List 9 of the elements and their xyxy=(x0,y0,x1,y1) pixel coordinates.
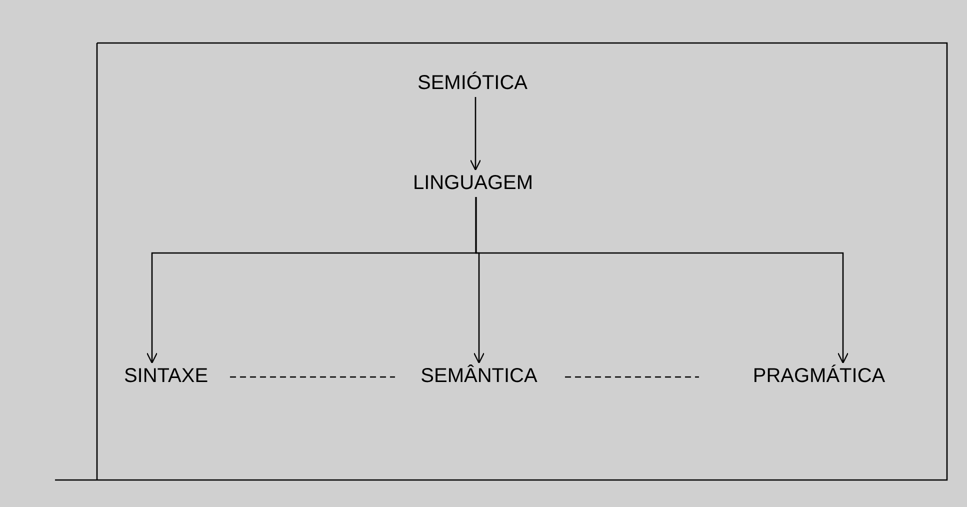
term-label: PRAGMÁTICA xyxy=(700,363,938,389)
term-label: SEMÂNTICA xyxy=(396,363,562,389)
term-label: LINGUAGEM xyxy=(398,170,548,196)
dashed-line xyxy=(230,376,395,378)
dashed-line xyxy=(565,376,699,378)
arrow xyxy=(470,97,482,171)
term-label: SINTAXE xyxy=(105,363,227,389)
arrow xyxy=(475,197,849,364)
term-label: SEMIÓTICA xyxy=(400,70,545,96)
